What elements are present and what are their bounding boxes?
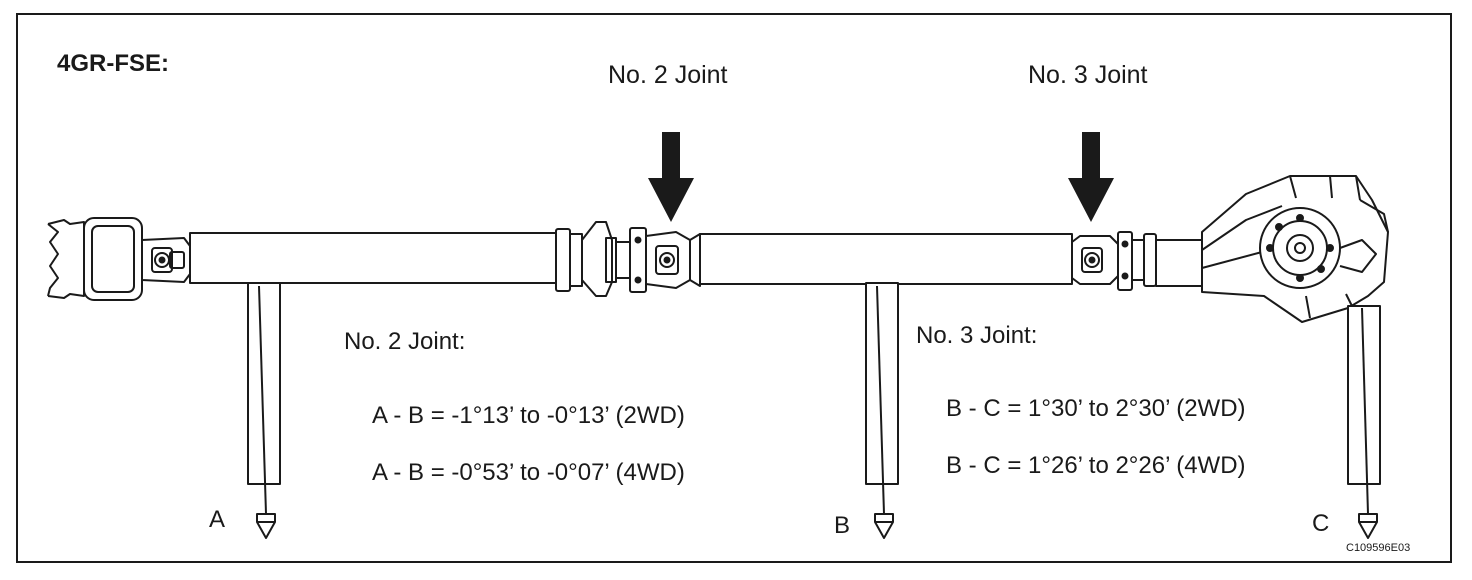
no3-spec-4wd: B - C = 1°26’ to 2°26’ (4WD) [946,452,1246,479]
gauge-a [247,282,281,515]
center-bearing-assembly [555,221,647,297]
no2-universal-joint [645,231,701,289]
sliding-yoke-joint [141,237,191,283]
point-a-label: A [209,506,226,533]
plumb-bob-b-icon [874,513,894,539]
figure-frame [16,13,1452,563]
transmission-output [47,217,143,301]
engine-model-title: 4GR-FSE: [57,50,170,77]
plumb-bob-c-icon [1358,513,1378,539]
no2-joint-arrow [648,132,694,222]
point-c-label: C [1312,510,1330,537]
no2-spec-4wd: A - B = -0°53’ to -0°07’ (4WD) [372,459,685,486]
plumb-bob-a-icon [256,513,276,539]
point-b-label: B [834,512,851,539]
no3-spec-heading: No. 3 Joint: [916,322,1038,349]
no3-joint-label: No. 3 Joint [1028,61,1148,89]
no3-joint-arrow [1068,132,1114,222]
figure-code: C109596E03 [1346,542,1411,554]
gauge-b [865,282,899,515]
no3-spec-2wd: B - C = 1°30’ to 2°30’ (2WD) [946,395,1246,422]
front-propeller-tube [189,232,557,284]
no2-spec-heading: No. 2 Joint: [344,328,466,355]
rear-propeller-tube [699,233,1073,285]
rear-differential [1155,175,1389,323]
no2-spec-2wd: A - B = -1°13’ to -0°13’ (2WD) [372,402,685,429]
no2-joint-label: No. 2 Joint [608,61,728,89]
no3-universal-joint [1071,231,1157,291]
gauge-c [1347,305,1381,515]
